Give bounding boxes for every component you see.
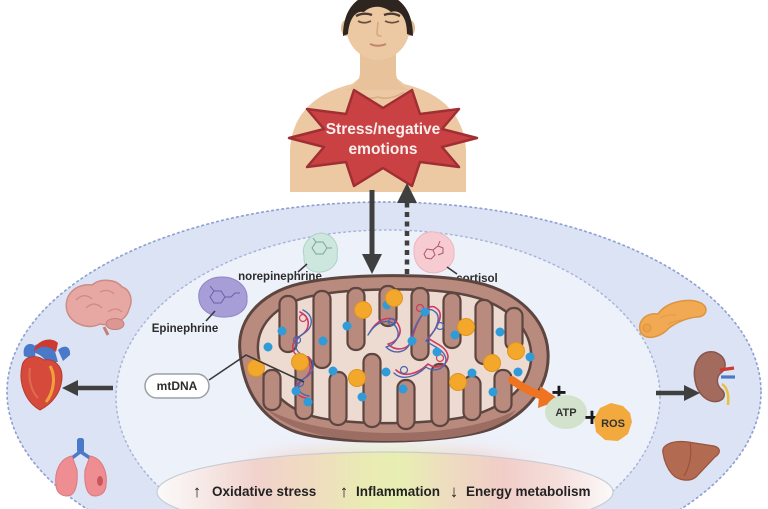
banner-label-energy-metabolism: Energy metabolism (466, 484, 591, 499)
starburst-shape (287, 88, 479, 188)
mtdna-pill (144, 373, 210, 399)
mtdna-pointer-line (208, 354, 305, 383)
mtdna-callout: mtDNA (144, 354, 305, 399)
atp-circle (545, 395, 587, 429)
mtdna-label: mtDNA (157, 379, 198, 393)
norepinephrine-label: norepinephrine (238, 271, 322, 283)
mito-outputs: + ATP + ROS (508, 376, 632, 441)
lungs-icon (55, 438, 107, 497)
kidney-icon (693, 351, 735, 406)
closed-eyes (357, 20, 372, 24)
ros-label: ROS (601, 418, 625, 430)
epinephrine-label: Epinephrine (152, 323, 218, 335)
mitochondrion (238, 274, 550, 443)
effects-banner: ↑ Oxidative stress ↑ Inflammation ↓ Ener… (156, 448, 614, 509)
yellow-granules (247, 289, 525, 391)
liver-icon (662, 440, 720, 481)
ros-blob (594, 403, 632, 441)
pancreas-icon (639, 299, 707, 339)
hair (343, 0, 413, 36)
cristae (262, 284, 524, 431)
up-arrow-icon: ↑ (193, 482, 202, 501)
arrow-stress-down (362, 190, 382, 274)
stress-text-line1: Stress/negative (326, 121, 441, 138)
up-arrow-icon: ↑ (340, 482, 349, 501)
stress-text-line2: emotions (349, 141, 418, 158)
down-arrow-icon: ↓ (450, 482, 459, 501)
norepinephrine-molecule: norepinephrine (238, 232, 338, 283)
arrow-to-heart (62, 380, 113, 396)
heart-icon (20, 339, 71, 411)
atp-label: ATP (555, 407, 576, 419)
arrow-to-kidney (656, 385, 700, 401)
stress-burst: Stress/negative emotions (287, 88, 479, 188)
epinephrine-molecule: Epinephrine (152, 276, 248, 335)
banner-label-oxidative-stress: Oxidative stress (212, 484, 316, 499)
banner-label-inflammation: Inflammation (356, 484, 440, 499)
membrane-shadow (265, 408, 516, 441)
arrow-feedback-up-dashed (397, 183, 417, 274)
banner-ellipse (156, 451, 614, 509)
brain-icon (65, 279, 132, 336)
